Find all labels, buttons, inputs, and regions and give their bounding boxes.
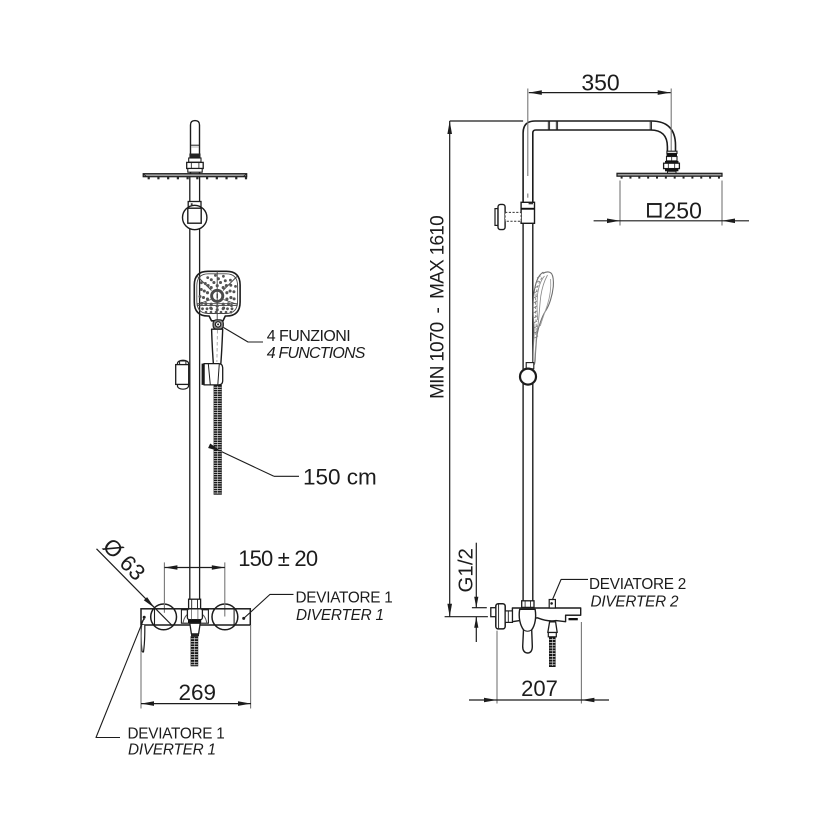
svg-text:150 ± 20: 150 ± 20 (238, 546, 318, 571)
svg-text:DIVERTER 1: DIVERTER 1 (128, 742, 216, 759)
svg-text:DEVIATORE 2: DEVIATORE 2 (589, 576, 686, 593)
svg-text:4 FUNCTIONS: 4 FUNCTIONS (267, 345, 366, 362)
svg-text:DIVERTER 1: DIVERTER 1 (296, 607, 384, 624)
svg-text:MIN 1070 - MAX 1610: MIN 1070 - MAX 1610 (428, 216, 449, 399)
svg-text:269: 269 (179, 680, 217, 705)
svg-text:207: 207 (521, 676, 558, 701)
svg-text:4 FUNZIONI: 4 FUNZIONI (267, 328, 350, 345)
svg-text:250: 250 (664, 197, 702, 223)
svg-text:DEVIATORE 1: DEVIATORE 1 (128, 726, 225, 743)
svg-text:DEVIATORE 1: DEVIATORE 1 (296, 590, 393, 607)
svg-text:G1/2: G1/2 (455, 548, 478, 592)
svg-text:150 cm: 150 cm (303, 465, 377, 490)
svg-text:350: 350 (581, 70, 619, 96)
svg-text:DIVERTER 2: DIVERTER 2 (591, 594, 680, 611)
